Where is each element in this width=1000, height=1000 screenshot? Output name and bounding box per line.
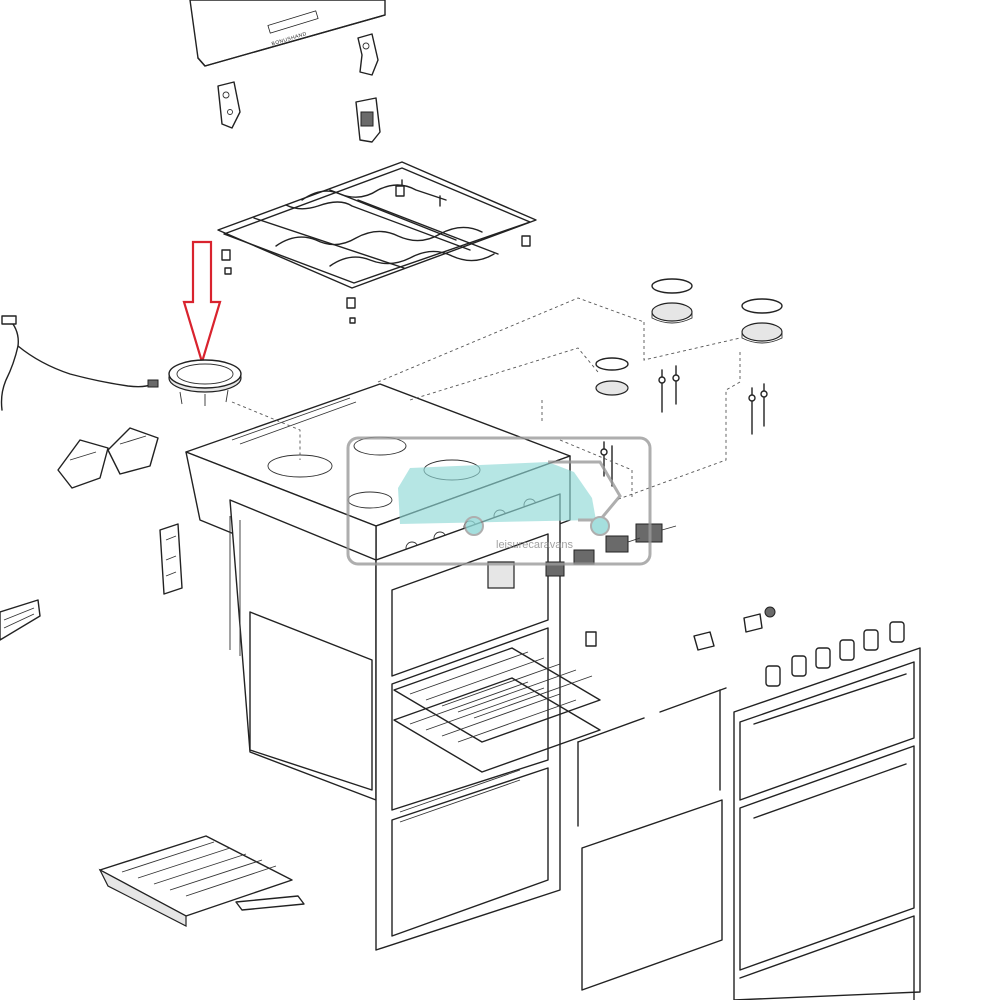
burner-cap-1[interactable]	[651, 278, 693, 324]
oven-shelf[interactable]	[393, 647, 601, 773]
grid-rubber-feet	[221, 185, 531, 324]
knob-spindles	[585, 606, 776, 651]
cable-harness[interactable]	[0, 315, 159, 411]
assembly-lines	[231, 297, 741, 501]
thermocouple-set[interactable]	[600, 365, 768, 487]
watermark-text: leisurecaravans	[496, 539, 574, 551]
side-bracket[interactable]	[159, 523, 183, 595]
indicator-arrow	[182, 240, 222, 366]
watermark-logo: leisurecaravans	[346, 436, 652, 566]
door-glass-panels[interactable]	[577, 687, 727, 991]
hinge-pair-left[interactable]	[57, 427, 159, 489]
lid-hinge-left[interactable]	[217, 81, 241, 129]
grill-pan[interactable]	[98, 835, 305, 927]
pan-support-grid[interactable]	[217, 161, 537, 289]
front-fascia-panel[interactable]	[733, 647, 921, 1000]
hotplate-icon[interactable]	[168, 359, 242, 406]
lid-hinge-right[interactable]	[355, 33, 381, 143]
burner-cap-3[interactable]	[595, 357, 629, 396]
hob-lid[interactable]: BONUSHAND	[189, 0, 386, 67]
burner-cap-2[interactable]	[741, 298, 783, 344]
control-knobs[interactable]	[765, 621, 905, 687]
tray-fragment-left	[0, 599, 41, 641]
